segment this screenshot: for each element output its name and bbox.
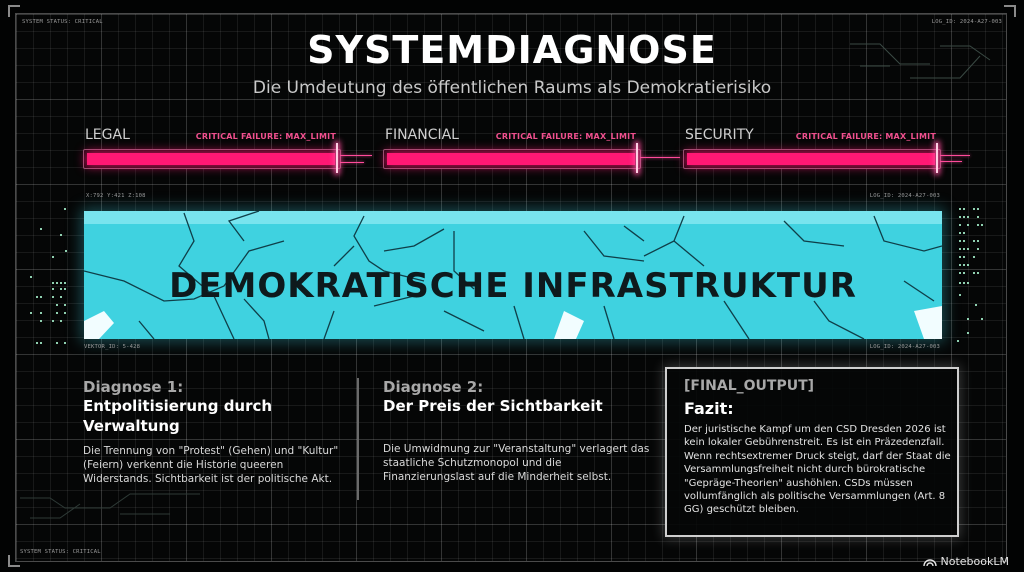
page-subtitle: Die Umdeutung des öffentlichen Raums als… <box>252 78 772 98</box>
final-kicker: [FINAL_OUTPUT] <box>684 378 815 394</box>
gauge-status: CRITICAL FAILURE: MAX_LIMIT <box>495 132 636 141</box>
democratic-infrastructure-slab: DEMOKRATISCHE INFRASTRUKTUR <box>84 211 942 339</box>
frame-corner-top-right <box>1004 5 1016 17</box>
frame-corner-top-left <box>8 5 20 17</box>
glow-streak <box>940 161 962 162</box>
gauge-max-marker <box>936 143 938 173</box>
left-dot-matrix-decoration <box>20 200 80 350</box>
diagnosis-body: Die Trennung von "Protest" (Gehen) und "… <box>83 445 339 485</box>
vector-id: VEKTOR_ID: 5-428 <box>84 344 141 350</box>
crack-lines-decoration <box>84 211 942 339</box>
glow-streak <box>940 155 970 156</box>
final-body-paragraph-1: Der juristische Kampf um den CSD Dresden… <box>684 424 946 449</box>
notebooklm-brand: NotebookLM <box>922 555 1009 568</box>
notebooklm-logo-icon <box>922 558 937 566</box>
diagnosis-heading: Der Preis der Sichtbarkeit <box>383 397 603 415</box>
diagnosis-heading: Entpolitisierung durch Verwaltung <box>83 397 273 435</box>
gauge-label: LEGAL <box>85 127 130 143</box>
gauge-track <box>83 149 341 169</box>
gauge-status: CRITICAL FAILURE: MAX_LIMIT <box>195 132 336 141</box>
final-body: Der juristische Kampf um den CSD Dresden… <box>684 423 954 517</box>
diagnosis-2: Diagnose 2: Der Preis der Sichtbarkeit D… <box>383 378 653 484</box>
diagnosis-kicker: Diagnose 1: <box>83 378 184 396</box>
circuit-trace-decoration-bottom <box>20 493 200 519</box>
system-status-top: SYSTEM STATUS: CRITICAL <box>22 19 103 25</box>
log-id-mid: LOG_ID: 2024-A27-003 <box>869 193 940 199</box>
glow-streak <box>640 157 680 158</box>
gauge-label: FINANCIAL <box>385 127 459 143</box>
gauge-legal: LEGAL CRITICAL FAILURE: MAX_LIMIT <box>83 127 372 177</box>
brand-name: NotebookLM <box>940 555 1009 568</box>
circuit-trace-decoration <box>850 43 991 79</box>
gauge-max-marker <box>336 143 338 173</box>
gauge-max-marker <box>636 143 638 173</box>
gauge-track <box>683 149 941 169</box>
gauge-security: SECURITY CRITICAL FAILURE: MAX_LIMIT <box>683 127 970 177</box>
slab-top-face <box>84 211 942 224</box>
final-heading: Fazit: <box>684 399 734 418</box>
diagnosis-kicker: Diagnose 2: <box>383 378 484 396</box>
right-dot-matrix-decoration <box>955 200 1005 350</box>
gauge-status: CRITICAL FAILURE: MAX_LIMIT <box>795 132 936 141</box>
diagnosis-1: Diagnose 1: Entpolitisierung durch Verwa… <box>83 378 348 486</box>
gauge-track <box>383 149 641 169</box>
coordinate-readout: X:792 Y:421 Z:108 <box>86 193 146 199</box>
log-id-top: LOG_ID: 2024-A27-003 <box>931 19 1002 25</box>
gauge-fill <box>87 153 335 165</box>
frame-corner-bottom-left <box>8 555 20 567</box>
gauge-fill <box>387 153 635 165</box>
gauge-label: SECURITY <box>685 127 754 143</box>
final-output-panel: [FINAL_OUTPUT] Fazit: Der juristische Ka… <box>665 367 959 537</box>
log-id-slab: LOG_ID: 2024-A27-003 <box>869 344 940 350</box>
final-body-paragraph-2: Wenn rechtsextremer Druck steigt, darf d… <box>684 450 951 516</box>
column-divider <box>357 378 359 500</box>
slab-label: DEMOKRATISCHE INFRASTRUKTUR <box>169 266 857 306</box>
gauge-fill <box>687 153 935 165</box>
page-title: SYSTEMDIAGNOSE <box>307 28 717 72</box>
glow-streak <box>340 162 364 163</box>
system-status-bottom: SYSTEM STATUS: CRITICAL <box>20 549 101 555</box>
gauge-financial: FINANCIAL CRITICAL FAILURE: MAX_LIMIT <box>383 127 680 177</box>
diagnosis-body: Die Umwidmung zur "Veranstaltung" verlag… <box>383 443 650 483</box>
glow-streak <box>340 155 372 156</box>
